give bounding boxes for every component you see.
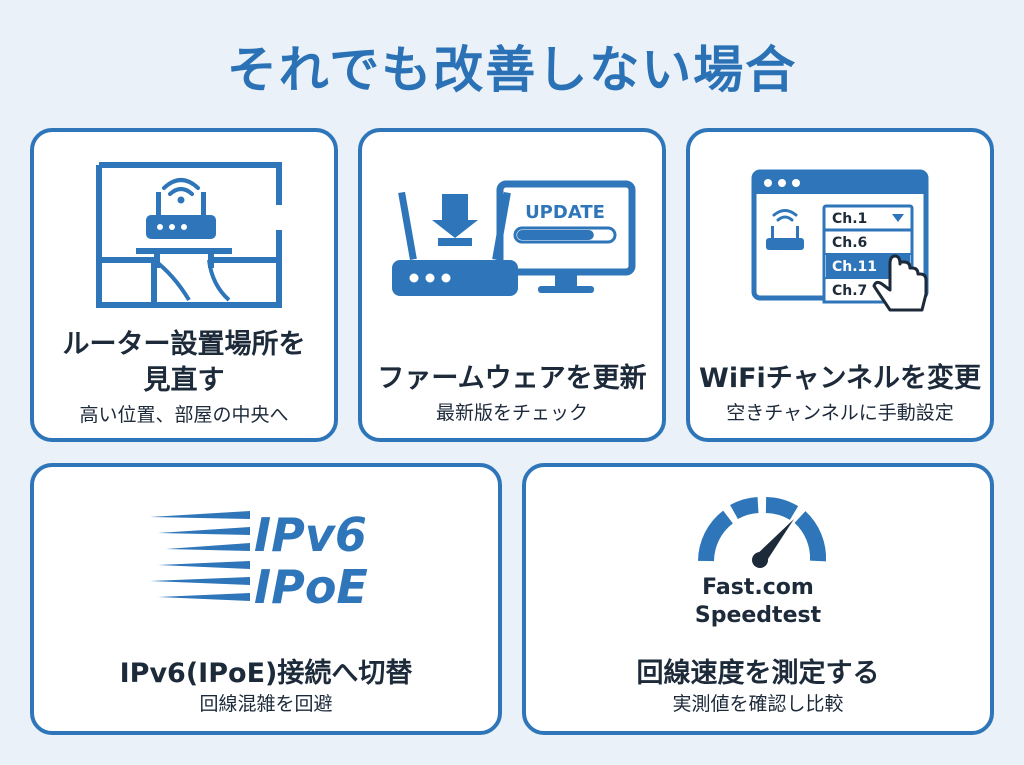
card-wifi-channel: Ch.1 Ch.6 Ch.11 Ch.7 WiFiチャンネルを変更 空きチャンネ… [686,128,994,442]
ipoe-logo-text: IPoE [254,560,368,613]
card-title-line2: 見直す [143,365,225,396]
card-firmware-update: UPDATE ファームウェアを更新 最新版をチェック [358,128,666,442]
ipv6-speed-lines-icon: IPv6 IPoE [150,508,368,613]
router-update-icon: UPDATE [392,180,636,296]
card-subtitle: 回線混雑を回避 [199,693,333,715]
page-title: それでも改善しない場合 [226,41,798,99]
card-speed-test: Fast.com Speedtest 回線速度を測定する 実測値を確認し比較 [522,463,994,735]
channel-option: Ch.6 [832,235,867,251]
speed-tool-fastcom: Fast.com [702,575,814,600]
card-title: IPv6(IPoE)接続へ切替 [119,658,413,689]
channel-selected: Ch.1 [832,211,867,227]
update-label: UPDATE [525,202,605,223]
card-subtitle: 高い位置、部屋の中央へ [79,404,289,426]
card-ipv6-ipoe: IPv6 IPoE IPv6(IPoE)接続へ切替 回線混雑を回避 [30,463,502,735]
card-title-line1: ルーター設置場所を [62,329,306,360]
speedometer-icon [698,497,827,568]
channel-option: Ch.7 [832,283,867,299]
card-subtitle: 実測値を確認し比較 [672,693,844,715]
channel-option-highlighted: Ch.11 [832,259,877,275]
card-title: WiFiチャンネルを変更 [699,363,981,394]
wifi-channel-icon: Ch.1 Ch.6 Ch.11 Ch.7 [751,169,929,312]
speed-tool-speedtest: Speedtest [694,603,822,628]
card-title: ファームウェアを更新 [377,363,647,394]
card-title: 回線速度を測定する [636,658,880,689]
card-subtitle: 最新版をチェック [435,402,588,424]
router-floorplan-icon [96,162,283,308]
card-subtitle: 空きチャンネルに手動設定 [726,402,954,424]
pointer-hand-icon [872,254,928,312]
card-router-placement: ルーター設置場所を 見直す 高い位置、部屋の中央へ [30,128,338,442]
ipv6-logo-text: IPv6 [254,508,367,562]
